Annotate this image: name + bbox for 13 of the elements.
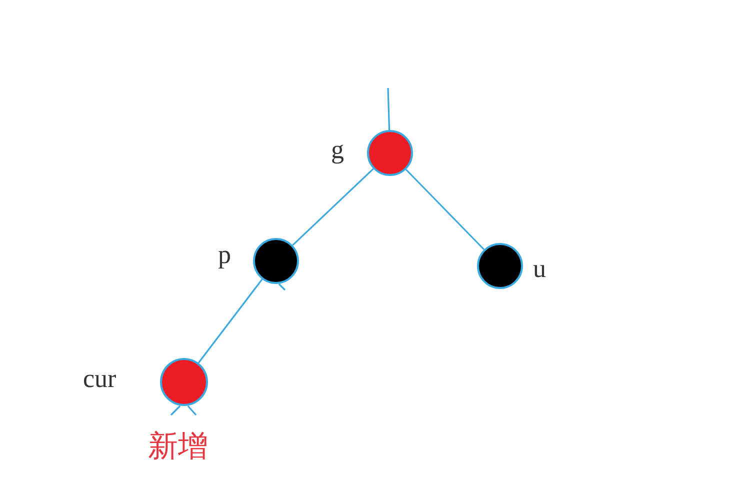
tree-node: [253, 238, 299, 284]
node-label: p: [218, 242, 231, 268]
tree-node: [160, 358, 208, 406]
tree-node: [367, 130, 413, 176]
tree-node: [477, 243, 523, 289]
node-label: g: [331, 137, 344, 163]
note-text: 新增: [148, 432, 208, 462]
connector-line: [198, 278, 263, 364]
node-label: u: [533, 256, 546, 282]
node-label: cur: [83, 366, 116, 392]
connector-line: [292, 168, 374, 246]
connector-line: [387, 88, 390, 130]
connector-line: [405, 168, 485, 250]
